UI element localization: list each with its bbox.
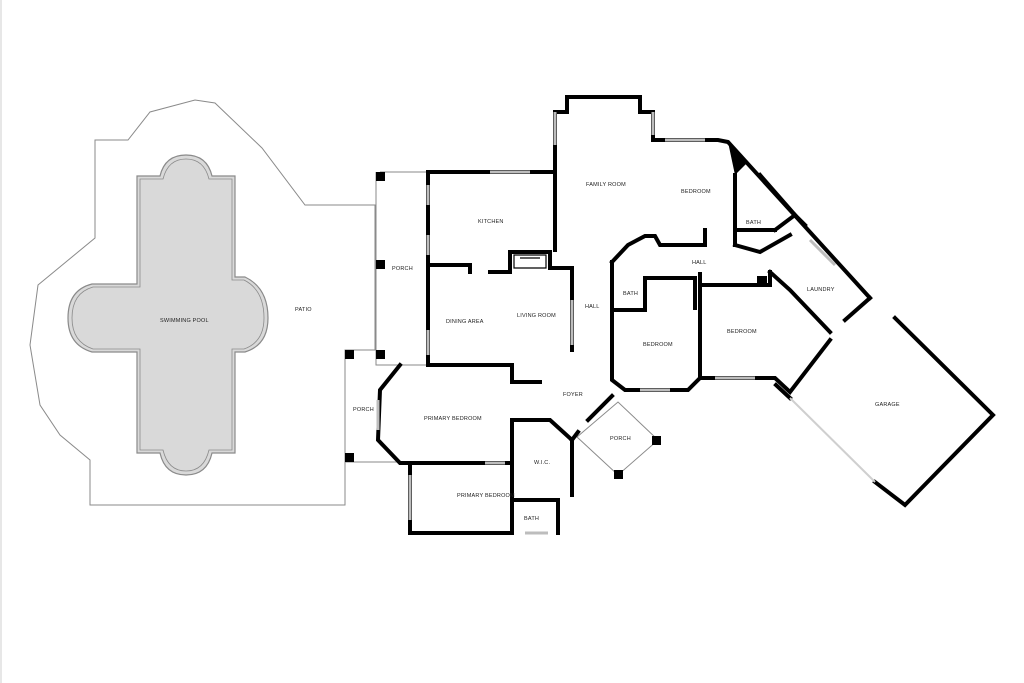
label-bedroom-northeast: BEDROOM xyxy=(681,189,711,195)
porch-southwest-outline xyxy=(344,350,400,463)
label-hall-central: HALL xyxy=(585,304,600,310)
garage-wall xyxy=(842,295,996,508)
exterior-wall-west xyxy=(426,170,542,384)
label-bath-northeast: BATH xyxy=(746,220,761,226)
porch-post xyxy=(376,172,385,181)
label-laundry: LAUNDRY xyxy=(807,287,835,293)
swimming-pool-shape xyxy=(67,154,269,476)
bath-corner-block xyxy=(728,142,748,175)
porch-post xyxy=(376,350,385,359)
label-garage: GARAGE xyxy=(875,402,900,408)
label-bedroom-east: BEDROOM xyxy=(727,329,757,335)
label-bath-primary: BATH xyxy=(524,516,539,522)
porch-post xyxy=(652,436,661,445)
window xyxy=(808,238,837,267)
label-primary-bedroom: PRIMARY BEDROOM xyxy=(424,416,482,422)
label-living-room: LIVING ROOM xyxy=(517,313,556,319)
porch-post xyxy=(345,453,354,462)
foyer-wall xyxy=(569,393,615,443)
label-patio: PATIO xyxy=(295,307,312,313)
kitchen-wall xyxy=(426,170,574,274)
porch-post xyxy=(614,470,623,479)
label-dining-area: DINING AREA xyxy=(446,319,484,325)
primary-suite-wall xyxy=(408,418,574,497)
label-foyer: FOYER xyxy=(563,392,583,398)
middle-bedroom-wall xyxy=(610,260,702,392)
porch-post xyxy=(345,350,354,359)
garage-door-opening xyxy=(789,397,876,483)
hall-wall xyxy=(609,228,793,265)
label-family-room: FAMILY ROOM xyxy=(586,182,626,188)
east-bedroom-wall xyxy=(698,337,833,395)
label-porch-entry: PORCH xyxy=(610,436,631,442)
exterior-wall-primary xyxy=(375,362,560,535)
label-primary-bedroom-lower: PRIMARY BEDROOM xyxy=(457,493,515,499)
exterior-wall-north xyxy=(426,95,873,301)
porch-west-outline xyxy=(375,171,428,366)
label-porch-west: PORCH xyxy=(392,266,413,272)
label-wic: W.I.C. xyxy=(534,460,550,466)
label-porch-southwest: PORCH xyxy=(353,407,374,413)
fireplace xyxy=(513,254,547,269)
garage-door-wall xyxy=(773,382,793,401)
swimming-pool-inner-edge xyxy=(71,158,265,472)
label-swimming-pool: SWIMMING POOL xyxy=(160,318,209,324)
wall-corner-block xyxy=(757,276,767,285)
label-hall-east: HALL xyxy=(692,260,707,266)
label-bedroom-middle: BEDROOM xyxy=(643,342,673,348)
label-bath-small: BATH xyxy=(623,291,638,297)
label-kitchen: KITCHEN xyxy=(478,219,504,225)
laundry-wall xyxy=(767,212,833,335)
bath-small-wall xyxy=(610,276,697,312)
porch-post xyxy=(376,260,385,269)
